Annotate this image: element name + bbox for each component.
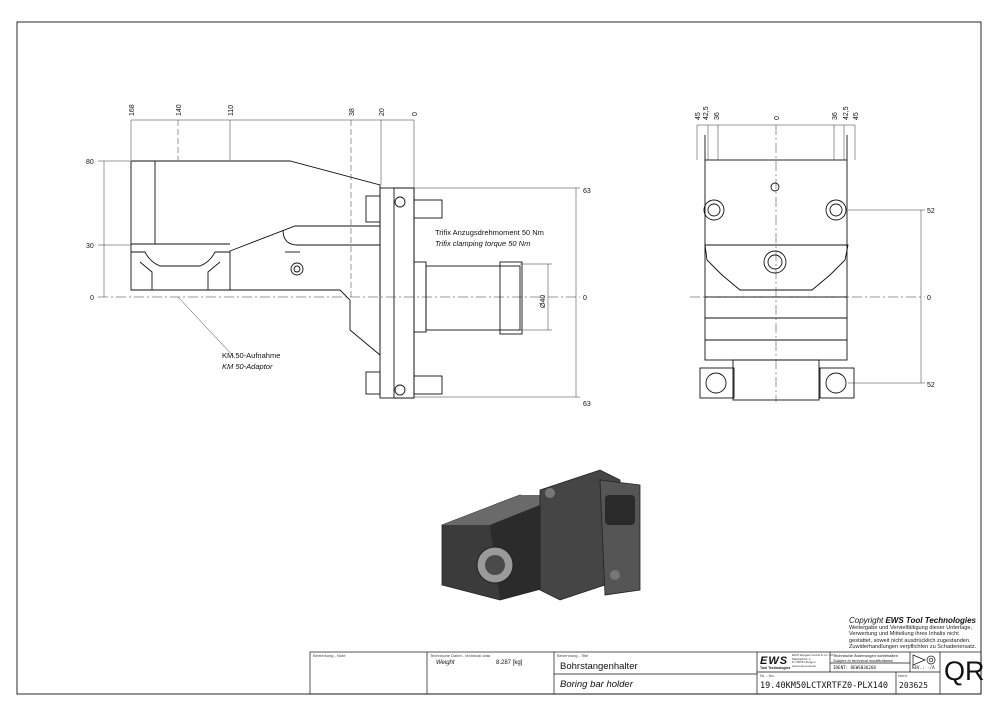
copyright-heading: Copyright EWS Tool Technologies (849, 616, 991, 625)
title-en: Boring bar holder (560, 679, 633, 690)
company-line: D-73066 Uhingen (792, 660, 816, 665)
copyright-line: Verwertung und Mitteilung ihres Inhalts … (849, 631, 959, 638)
copyright-line: gestattet, soweit nicht ausdrücklich zug… (849, 637, 971, 644)
copyright-line: Weitergabe und Vervielfältigung dieser U… (849, 625, 973, 631)
weight-label: Weight (436, 660, 455, 666)
dim-52-bottom: 52 (927, 382, 935, 389)
qr-code: QR (944, 656, 985, 686)
adapter-label-en: KM 50-Adaptor (222, 362, 273, 371)
dim-42-5-right: 42,5 (843, 106, 850, 120)
company-address: EWS Weigele GmbH & Co. KG Maybachstr. 1 … (792, 653, 834, 668)
dim-110: 110 (228, 105, 235, 116)
dim-52-top: 52 (927, 208, 935, 215)
id-label: Ident (898, 673, 907, 678)
weight-value: 8.287 [kg] (496, 660, 523, 666)
copyright-notice: Copyright EWS Tool Technologies Weiterga… (849, 616, 991, 651)
no-label: Nr. - No. (760, 673, 775, 678)
dim-0-right: 0 (583, 295, 587, 302)
front-view-dimensions: 168 140 110 38 20 0 80 30 0 63 0 63 Ø40 … (86, 104, 591, 408)
isometric-render (441, 469, 641, 601)
adapter-label-de: KM 50-Aufnahme (222, 351, 280, 360)
company-line: EWS Weigele GmbH & Co. KG (792, 653, 834, 657)
dim-80: 80 (86, 159, 94, 166)
remark-label: Bemerkung - Note (313, 653, 346, 658)
dim-36-right: 36 (832, 112, 839, 120)
company-logo-sub: Tool Technologies (760, 666, 791, 670)
copyright-brand: EWS Tool Technologies (885, 616, 976, 625)
dim-0-side: 0 (774, 116, 781, 120)
ident-field: IDENT: DEWS036268 (833, 665, 876, 670)
designation-label: Benennung - Title (557, 653, 589, 658)
side-view (690, 124, 925, 402)
dim-20: 20 (379, 108, 386, 116)
company-line: www.ews-tools.de (792, 663, 817, 668)
dim-168: 168 (129, 104, 136, 116)
copyright-line: Zuwiderhandlungen verpflichten zu Schade… (849, 644, 977, 651)
title-de: Bohrstangenhalter (560, 661, 638, 672)
dim-63-top: 63 (583, 188, 591, 195)
changes-de: Technische Änderungen vorbehalten (833, 653, 898, 658)
front-view (98, 119, 580, 399)
dim-0-left: 0 (90, 295, 94, 302)
company-line: Maybachstr. 1 (792, 656, 811, 661)
rev-field: REV.: -/A (912, 665, 935, 670)
id-number: 203625 (899, 681, 928, 690)
changes-en: Subject to technical modifications! (833, 657, 894, 663)
copyright-prefix: Copyright (849, 616, 886, 625)
techdata-label: Technische Daten - technical data (430, 653, 491, 658)
side-view-dimensions: 45 42,5 36 0 36 42,5 45 52 0 52 (695, 106, 935, 389)
dim-38: 38 (349, 108, 356, 116)
dim-diameter: Ø40 (540, 295, 547, 308)
dim-140: 140 (176, 104, 183, 116)
dim-42-5-left: 42,5 (703, 106, 710, 120)
dim-63-bottom: 63 (583, 401, 591, 408)
dim-0-top: 0 (412, 112, 419, 116)
dim-30: 30 (86, 243, 94, 250)
title-block (309, 651, 982, 695)
company-logo: EWS (760, 655, 789, 667)
torque-label-en: Trifix clamping torque 50 Nm (435, 239, 530, 248)
dim-0-side-right: 0 (927, 295, 931, 302)
dim-45-left: 45 (695, 112, 702, 120)
dim-45-right: 45 (853, 112, 860, 120)
torque-label-de: Trifix Anzugsdrehmoment 50 Nm (435, 228, 544, 237)
dim-36-left: 36 (714, 112, 721, 120)
part-number: 19.40KM50LCTXRTFZ0-PLX140 (760, 681, 888, 691)
